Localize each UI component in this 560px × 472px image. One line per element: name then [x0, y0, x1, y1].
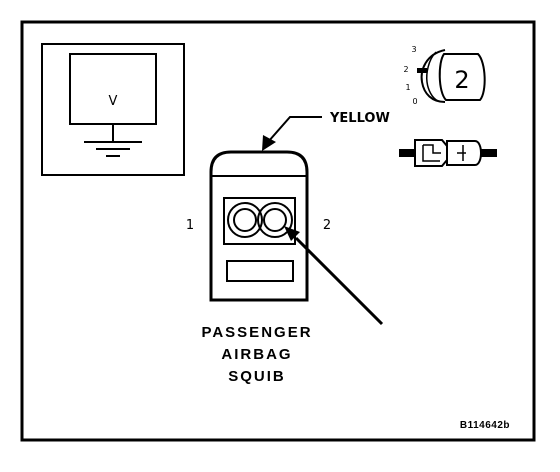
outer-frame [20, 20, 536, 442]
key-position-1: 1 [405, 83, 410, 92]
component-label-line-1: PASSENGER [201, 324, 312, 341]
terminal-cavity-frame [223, 197, 296, 245]
terminal-2-socket [257, 202, 293, 238]
voltmeter-symbol: V [109, 94, 118, 109]
component-label-line-2: AIRBAG [221, 346, 292, 363]
terminal-2-socket-inner [263, 208, 287, 232]
connector-pair-icon [399, 139, 497, 167]
connector-latch [226, 260, 294, 282]
callout-leader-line [267, 116, 322, 143]
key-position-0: 0 [412, 97, 417, 106]
ground-symbol-icon [84, 124, 142, 157]
voltmeter-display [69, 53, 157, 125]
key-position-2: 2 [403, 65, 408, 74]
terminal-2-label: 2 [323, 218, 331, 233]
key-position-3: 3 [411, 45, 416, 54]
squib-connector [209, 150, 309, 302]
yellow-callout: YELLOW [262, 111, 390, 151]
component-label-line-3: SQUIB [228, 368, 286, 385]
terminal-1-socket [227, 202, 263, 238]
probe-arrowhead-icon [284, 226, 300, 241]
figure-code: B114642b [460, 420, 510, 431]
terminal-1-label: 1 [186, 218, 194, 233]
voltmeter-box: V [41, 43, 185, 176]
ignition-switch-icon: 3 2 1 0 2 [403, 45, 486, 106]
callout-arrowhead-icon [262, 135, 276, 151]
key-selected-position: 2 [454, 66, 469, 94]
terminal-1-socket-inner [233, 208, 257, 232]
wire-color-label: YELLOW [329, 111, 390, 126]
key-head-icon [438, 53, 486, 101]
probe-arrow [284, 226, 384, 326]
